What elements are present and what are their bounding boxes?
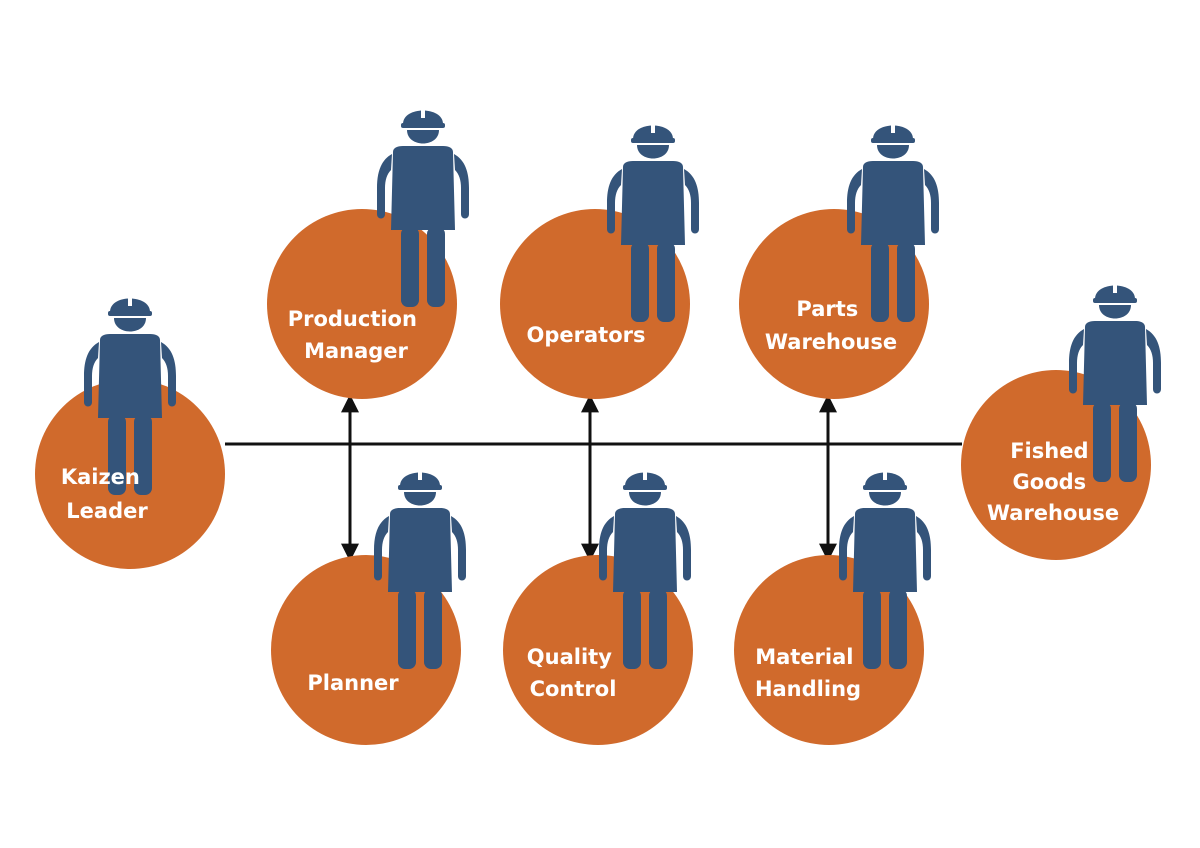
role-label-line: Goods	[1013, 470, 1087, 494]
svg-text:Production Manager: Production Manager	[288, 307, 425, 363]
role-label-line: Quality	[527, 645, 612, 669]
role-label-line: Operators	[527, 323, 646, 347]
node-parts-warehouse: Parts Warehouse	[739, 121, 939, 399]
svg-text:Quality Control: Quality Control	[527, 645, 619, 701]
svg-text:Parts Warehouse: Parts Warehouse	[765, 297, 897, 354]
role-label-line: Warehouse	[765, 330, 897, 354]
svg-text:Fished Goods Wareh: Fished Goods Warehouse	[987, 439, 1119, 525]
role-label-line: Material	[755, 645, 853, 669]
node-planner: Planner	[271, 468, 466, 745]
role-label-line: Control	[530, 677, 617, 701]
role-label-line: Planner	[307, 671, 399, 695]
role-label-line: Parts	[796, 297, 858, 321]
role-label-line: Kaizen	[61, 465, 140, 489]
role-label-line: Warehouse	[987, 501, 1119, 525]
node-finished-goods-warehouse: Fished Goods Warehouse	[961, 281, 1161, 560]
role-label-line: Production	[288, 307, 417, 331]
svg-text:Kaizen Leader: Kaizen Leader	[61, 465, 149, 523]
role-label-line: Leader	[66, 499, 148, 523]
node-operators: Operators	[500, 121, 699, 399]
node-quality-control: Quality Control	[503, 468, 693, 745]
node-production-manager: Production Manager	[267, 106, 469, 399]
role-label-line: Manager	[304, 339, 408, 363]
svg-text:Planner: Planner	[307, 671, 399, 695]
role-label-line: Handling	[755, 677, 861, 701]
svg-text:Material Handling: Material Handling	[755, 645, 861, 701]
node-kaizen-leader: Kaizen Leader	[35, 294, 225, 569]
role-label-line: Fished	[1010, 439, 1088, 463]
node-material-handling: Material Handling	[734, 468, 931, 745]
svg-text:Operators: Operators	[527, 323, 646, 347]
